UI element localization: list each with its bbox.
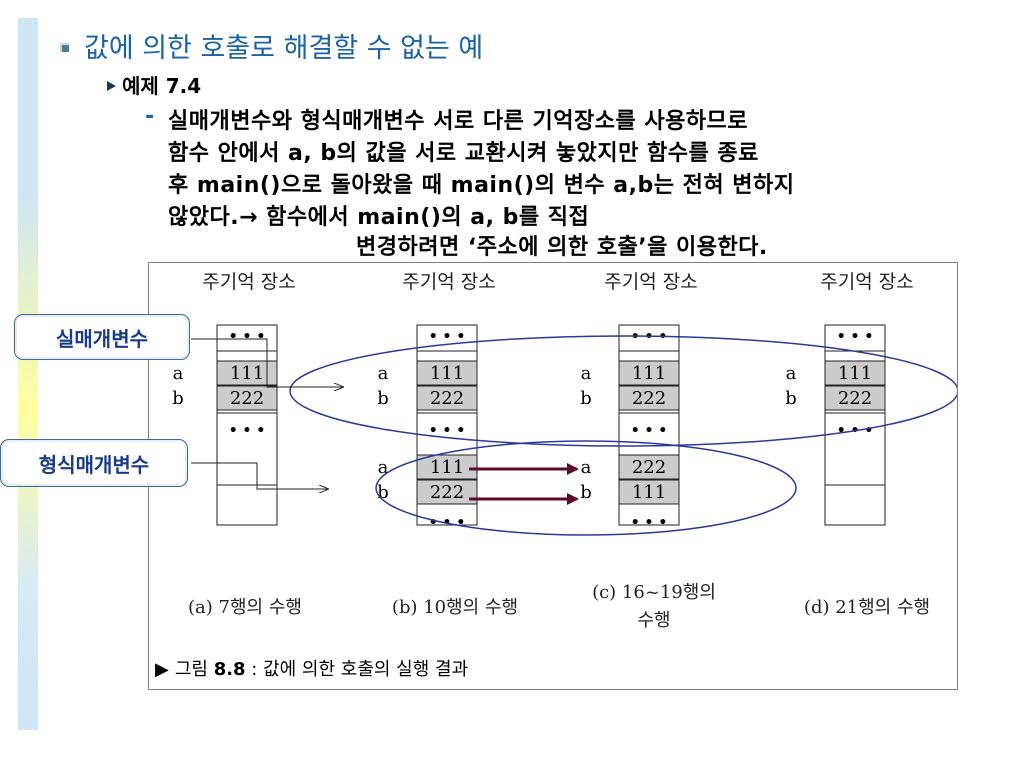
formal-connector-line — [191, 462, 328, 489]
memory-diagram: 주기억 장소 주기억 장소 주기억 장소 주기억 장소 • • • • • • 11… — [155, 271, 959, 680]
triangle-bullet-icon — [107, 81, 116, 91]
variable-label: b — [377, 388, 389, 409]
caption-b: (b) 10행의 수행 — [392, 597, 518, 618]
example-number: 예제 7.4 — [122, 74, 202, 98]
memory-diagram-figure: 주기억 장소 주기억 장소 주기억 장소 주기억 장소 • • • • • • 11… — [148, 262, 959, 690]
formal-parameter-callout: 형식매개변수 — [0, 439, 188, 487]
ellipsis-dots: • • • — [229, 423, 266, 439]
value-cell — [824, 360, 886, 386]
ellipsis-dots: • • • — [631, 515, 668, 531]
caption-marker-icon: ▶ — [155, 659, 169, 680]
slide-heading: 값에 의한 호출로 해결할 수 없는 예 — [84, 33, 484, 64]
value-cell — [216, 385, 278, 411]
cell-value: 111 — [632, 482, 666, 503]
square-bullet-icon — [60, 43, 69, 52]
value-cell — [416, 454, 478, 480]
actual-parameter-callout: 실매개변수 — [14, 314, 190, 360]
actual-connector-line — [191, 338, 343, 387]
ellipsis-dots: • • • — [229, 329, 266, 345]
variable-label: a — [581, 457, 592, 478]
variable-label: a — [786, 363, 797, 384]
variable-label: a — [378, 363, 389, 384]
value-cell — [416, 385, 478, 411]
value-cell — [416, 360, 478, 386]
cell-value: 222 — [430, 388, 464, 409]
column-title: 주기억 장소 — [402, 271, 495, 293]
cell-value: 111 — [632, 363, 666, 384]
ellipsis-dots: • • • — [429, 423, 466, 439]
cell-value: 111 — [230, 363, 264, 384]
column-title: 주기억 장소 — [604, 271, 697, 293]
value-cell — [618, 454, 680, 480]
cell-value: 222 — [230, 388, 264, 409]
ellipsis-dots: • • • — [631, 423, 668, 439]
ellipsis-dots: • • • — [631, 329, 668, 345]
value-cell — [618, 360, 680, 386]
cell-value: 111 — [430, 363, 464, 384]
variable-label: b — [580, 482, 592, 503]
column-title: 주기억 장소 — [820, 271, 913, 293]
variable-label: a — [173, 363, 184, 384]
variable-label: a — [581, 363, 592, 384]
value-cell — [618, 479, 680, 505]
variable-label: b — [785, 388, 797, 409]
body-line-4: 않았다.→ 함수에서 main()의 a, b를 직접 — [168, 205, 590, 230]
body-line-2: 함수 안에서 a, b의 값을 서로 교환시켜 놓았지만 함수를 종료 — [168, 141, 759, 166]
memory-stack — [824, 324, 886, 526]
value-cell — [618, 385, 680, 411]
variable-label: b — [172, 388, 184, 409]
caption-d: (d) 21행의 수행 — [804, 597, 930, 618]
cell-value: 222 — [632, 388, 666, 409]
column-title: 주기억 장소 — [202, 271, 295, 293]
value-cell — [416, 479, 478, 505]
cell-value: 222 — [632, 457, 666, 478]
cell-value: 111 — [838, 363, 872, 384]
slide-side-bar — [18, 18, 38, 730]
caption-a: (a) 7행의 수행 — [188, 597, 302, 618]
caption-c-line2: 수행 — [637, 610, 670, 631]
variable-label: a — [378, 457, 389, 478]
body-line-1: 실매개변수와 형식매개변수 서로 다른 기억장소를 사용하므로 — [168, 109, 749, 134]
body-line-3: 후 main()으로 돌아왔을 때 main()의 변수 a,b는 전혀 변하지 — [168, 173, 795, 198]
ellipsis-dots: • • • — [837, 329, 874, 345]
cell-value: 222 — [838, 388, 872, 409]
dash-bullet: - — [145, 104, 155, 129]
body-line-5: 변경하려면 ‘주소에 의한 호출’을 이용한다. — [356, 235, 768, 260]
cell-value: 111 — [430, 457, 464, 478]
formal-args-ellipse — [375, 440, 797, 536]
figure-caption: ▶그림 8.8 : 값에 의한 호출의 실행 결과 — [155, 659, 468, 680]
cell-value: 222 — [430, 482, 464, 503]
variable-label: b — [377, 482, 389, 503]
caption-c-line1: (c) 16~19행의 — [592, 582, 716, 603]
ellipsis-dots: • • • — [429, 329, 466, 345]
value-cell — [824, 385, 886, 411]
variable-label: b — [580, 388, 592, 409]
